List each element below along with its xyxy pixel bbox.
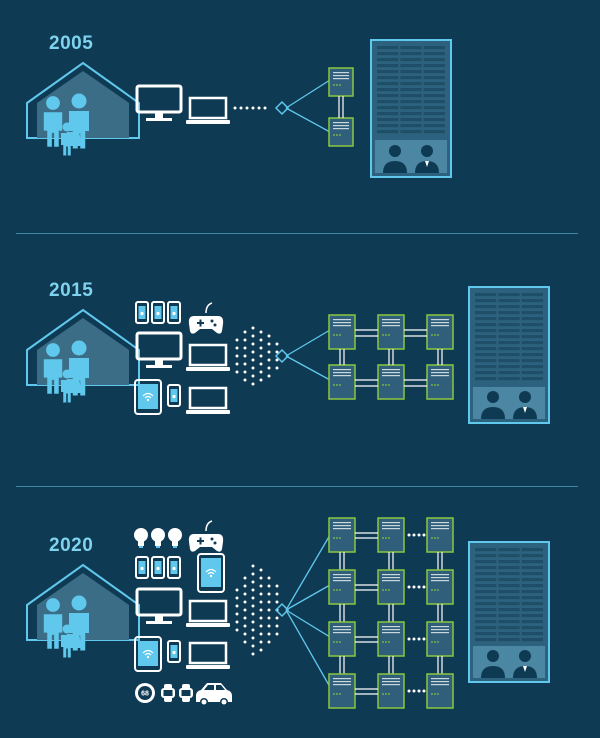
server-unit xyxy=(328,117,354,147)
phone-icon xyxy=(167,640,181,663)
family-icon xyxy=(43,595,89,658)
router-node xyxy=(274,100,290,116)
year-label-2015: 2015 xyxy=(49,280,94,301)
thermostat-icon: 68 xyxy=(135,683,155,703)
tablet-icon xyxy=(134,379,162,415)
smartwatch-icon xyxy=(161,684,175,702)
year-label-2020: 2020 xyxy=(49,535,94,556)
server-unit xyxy=(377,673,405,709)
laptop-icon xyxy=(186,641,230,669)
connection-dots xyxy=(407,585,426,589)
desktop-monitor-icon xyxy=(135,331,183,368)
smartwatch-icon xyxy=(179,684,193,702)
server-unit xyxy=(328,67,354,97)
server-unit xyxy=(377,569,405,605)
car-icon xyxy=(196,683,232,706)
year-label-2005: 2005 xyxy=(49,33,94,54)
server-unit xyxy=(328,517,356,553)
server-unit xyxy=(426,517,454,553)
phone-icon xyxy=(151,301,165,324)
office-building-icon xyxy=(370,39,452,178)
connection-dots xyxy=(407,533,426,537)
connection-dots xyxy=(407,637,426,641)
server-unit xyxy=(426,364,454,400)
workers-icon xyxy=(481,650,537,678)
workers-icon xyxy=(383,145,439,173)
house-icon xyxy=(26,563,140,658)
game-controller-icon xyxy=(188,520,224,552)
laptop-icon xyxy=(186,386,230,414)
tablet-icon xyxy=(197,553,225,593)
phone-icon xyxy=(151,556,165,579)
server-unit xyxy=(377,314,405,350)
laptop-icon xyxy=(186,96,230,124)
desktop-monitor-icon xyxy=(135,84,183,121)
server-unit xyxy=(328,621,356,657)
server-unit xyxy=(328,569,356,605)
game-controller-icon xyxy=(188,302,224,334)
phone-icon xyxy=(135,301,149,324)
family-icon xyxy=(43,93,89,156)
house-icon xyxy=(26,61,140,156)
house-icon xyxy=(26,308,140,403)
laptop-icon xyxy=(186,599,230,627)
workers-icon xyxy=(481,391,537,419)
connection-dots xyxy=(407,689,426,693)
light-bulb-icon xyxy=(168,528,182,548)
server-unit xyxy=(328,364,356,400)
section-divider xyxy=(16,486,578,487)
signal-dots xyxy=(235,326,279,386)
server-unit xyxy=(377,364,405,400)
server-unit xyxy=(328,673,356,709)
phone-icon xyxy=(167,384,181,407)
connection-dots xyxy=(233,106,267,110)
thermostat-reading: 68 xyxy=(141,691,149,698)
light-bulb-icon xyxy=(134,528,148,548)
section-divider xyxy=(16,233,578,234)
router-node xyxy=(274,348,290,364)
office-building-icon xyxy=(468,541,550,683)
server-unit xyxy=(328,314,356,350)
server-unit xyxy=(426,569,454,605)
server-unit xyxy=(377,517,405,553)
desktop-monitor-icon xyxy=(135,587,183,624)
phone-icon xyxy=(135,556,149,579)
router-node xyxy=(274,602,290,618)
server-unit xyxy=(377,621,405,657)
phone-icon xyxy=(167,301,181,324)
family-icon xyxy=(43,340,89,403)
server-unit xyxy=(426,673,454,709)
laptop-icon xyxy=(186,343,230,371)
server-unit xyxy=(426,314,454,350)
server-unit xyxy=(426,621,454,657)
tablet-icon xyxy=(134,636,162,672)
light-bulb-icon xyxy=(151,528,165,548)
signal-dots xyxy=(235,564,279,656)
office-building-icon xyxy=(468,286,550,424)
phone-icon xyxy=(167,556,181,579)
